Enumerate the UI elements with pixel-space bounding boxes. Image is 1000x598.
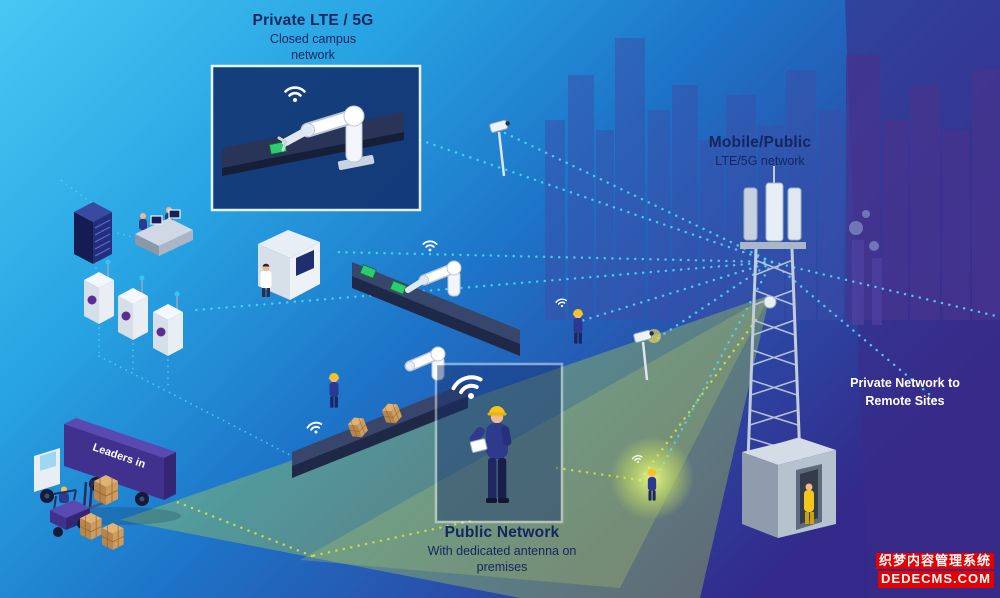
- private-network-remote-label: Private Network to Remote Sites: [850, 376, 960, 409]
- crate-icon: [79, 512, 103, 541]
- watermark: 织梦内容管理系统 DEDECMS.COM: [875, 551, 994, 588]
- conveyor-item: [389, 280, 408, 295]
- public-network-box: [434, 362, 564, 524]
- cctv-camera-icon: [489, 119, 510, 177]
- lab-coat-operator: [260, 263, 272, 297]
- smokestack-smoke: [849, 210, 879, 251]
- server-rack: [74, 202, 112, 264]
- conveyor-upper: [352, 240, 520, 356]
- private-lte-title: Private LTE / 5G: [252, 12, 374, 29]
- mobile-public-label: Mobile/Public LTE/5G network: [690, 134, 830, 169]
- robot-arm-callout: [210, 64, 422, 212]
- robot-arm-icon: [405, 260, 462, 297]
- crate-icon: [101, 522, 125, 551]
- dotted-links-cyan: [57, 131, 998, 472]
- edge-device-icon: [153, 291, 183, 356]
- public-network-subtitle: With dedicated antenna on premises: [427, 544, 577, 575]
- forklift: [50, 474, 119, 537]
- robot-arm-icon: [404, 346, 446, 381]
- cctv-camera-icon: [633, 329, 661, 381]
- dotted-links-green: [170, 318, 758, 558]
- robot-arm-icon: [277, 105, 375, 170]
- watermark-line2: DEDECMS.COM: [878, 571, 994, 588]
- cell-tower: [740, 166, 836, 538]
- edge-device-icon: [118, 275, 148, 340]
- edge-devices: [84, 259, 183, 356]
- tower-base-shelter: [742, 438, 836, 538]
- crate-icon: [93, 474, 119, 506]
- private-lte-subtitle: Closed campus network: [269, 32, 357, 63]
- public-network-label: Public Network With dedicated antenna on…: [418, 524, 586, 576]
- conveyor-lower: [292, 346, 468, 478]
- remote-user-glow: [610, 436, 694, 520]
- cnc-machine: [258, 230, 320, 300]
- control-desk: [135, 207, 193, 256]
- edge-device-icon: [84, 259, 114, 324]
- person-with-tablet: [449, 371, 512, 503]
- mobile-public-title: Mobile/Public: [708, 134, 812, 151]
- city-skyline: [545, 38, 844, 320]
- watermark-line1: 织梦内容管理系统: [875, 552, 994, 570]
- private-lte-label: Private LTE / 5G Closed campus network: [228, 12, 398, 64]
- conveyor-item: [359, 264, 378, 279]
- technician-figure: [804, 483, 814, 524]
- mobile-public-subtitle: LTE/5G network: [715, 154, 805, 168]
- coverage-cone: [120, 295, 770, 598]
- public-network-title: Public Network: [444, 524, 560, 541]
- city-skyline-far: [846, 55, 1000, 325]
